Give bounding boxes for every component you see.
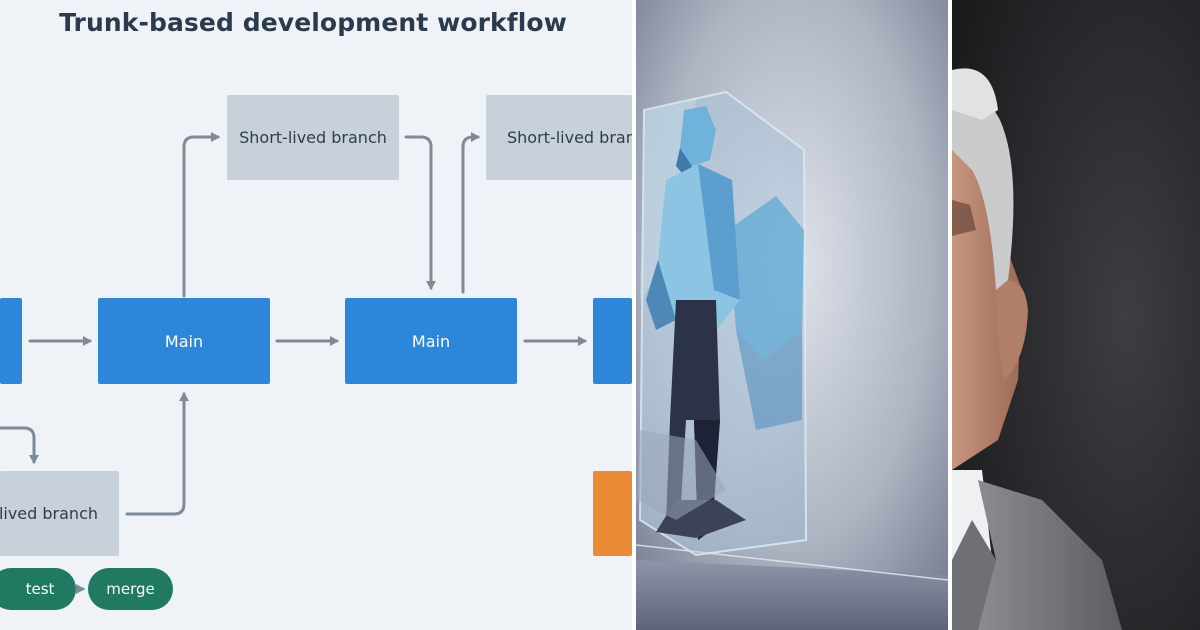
branch-node-a: Short-lived branch <box>227 95 399 180</box>
illustration-graphic <box>636 0 948 630</box>
crystal-figure-illustration <box>636 0 948 630</box>
branch-node-c: rt-lived branch <box>0 471 119 556</box>
main-node-0 <box>0 298 22 384</box>
portrait-graphic <box>952 0 1200 630</box>
main-node-2: Main <box>345 298 517 384</box>
main-node-1: Main <box>98 298 270 384</box>
portrait-photo <box>952 0 1200 630</box>
connector-arrows <box>0 132 587 594</box>
arrow-branch-c-to-main-1 <box>125 392 189 516</box>
main-node-3 <box>593 298 632 384</box>
diagram-title: Trunk-based development workflow <box>59 8 567 37</box>
arrow-main-2-to-branch-b <box>461 132 480 294</box>
panel-divider-1 <box>632 0 636 630</box>
panel-divider-2 <box>948 0 952 630</box>
merge-step-pill: merge <box>88 568 173 610</box>
arrow-branch-a-to-main-2 <box>404 135 436 290</box>
pending-node <box>593 471 632 556</box>
low-poly-figure <box>636 106 746 540</box>
workflow-diagram-panel: Trunk-based development workflow Mai <box>0 0 632 630</box>
branch-node-b: Short-lived branch <box>486 95 632 180</box>
arrow-main-1-to-branch-a <box>182 132 220 298</box>
arrow-upper-left-to-branch-c <box>0 426 39 464</box>
test-step-pill: test <box>0 568 76 610</box>
